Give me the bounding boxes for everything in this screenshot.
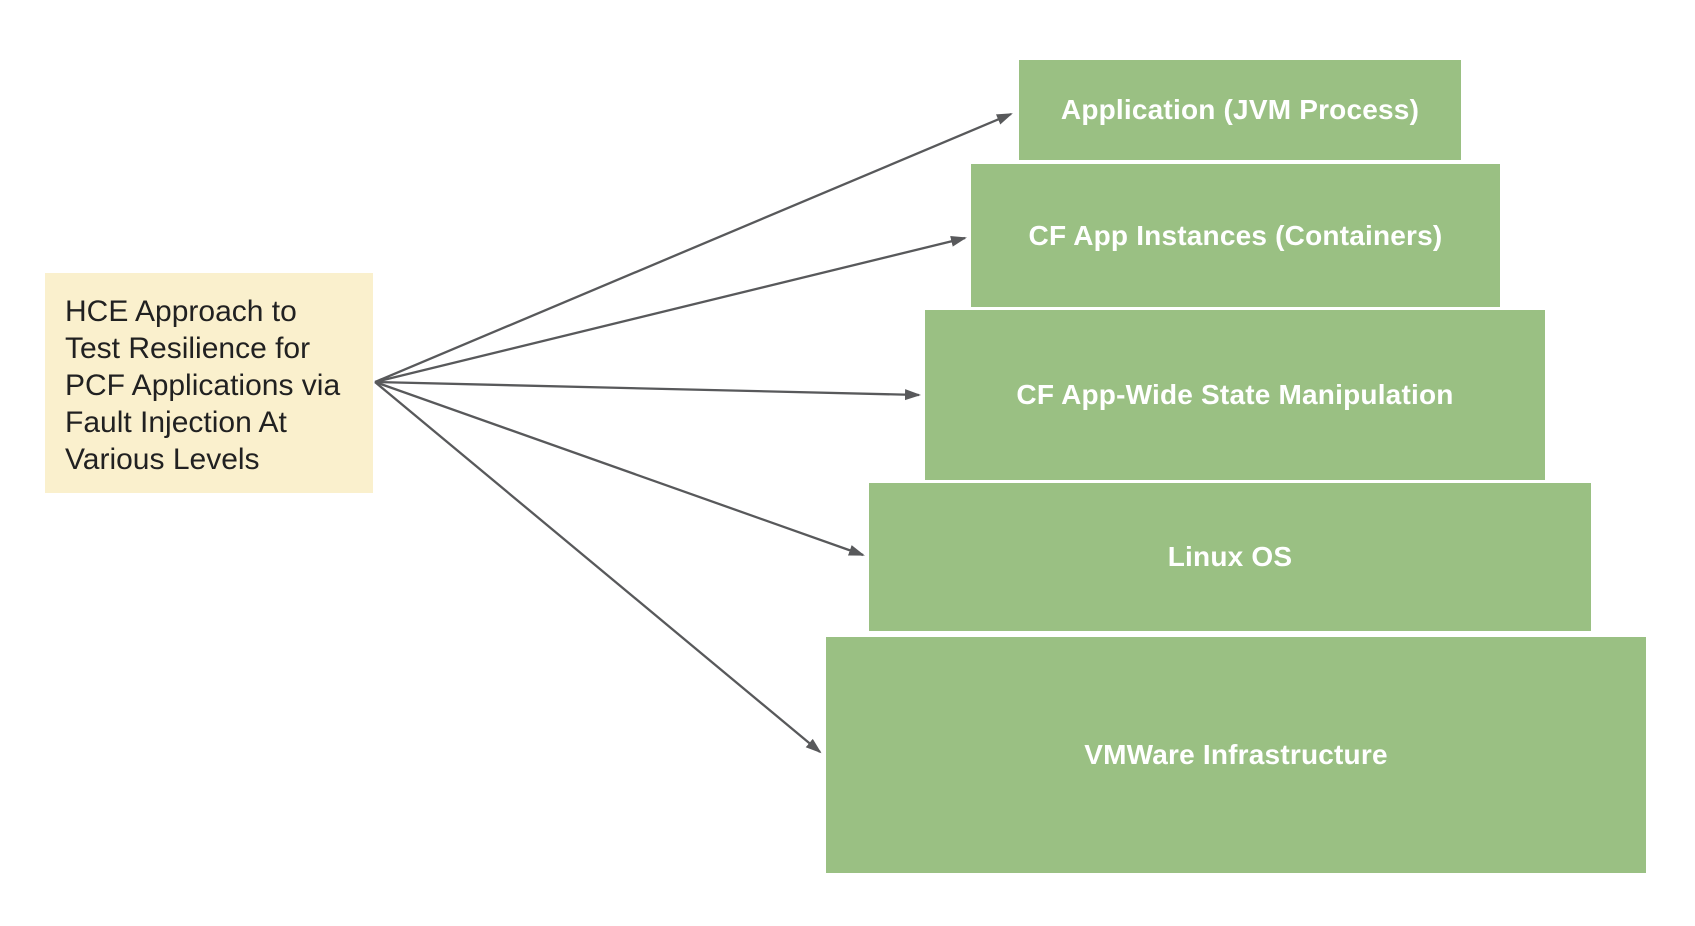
arrow-to-cf-app-wide-state-manipulation <box>374 380 921 401</box>
level-box-application-jvm-process: Application (JVM Process) <box>1019 60 1461 160</box>
note-line-5: Various Levels <box>65 443 260 476</box>
note-line-3: PCF Applications via <box>65 369 341 402</box>
level-box-cf-app-wide-state-manipulation: CF App-Wide State Manipulation <box>925 310 1545 480</box>
level-box-linux-os: Linux OS <box>869 483 1591 631</box>
arrow-to-application-jvm-process <box>374 112 1013 384</box>
level-label-vmware-infrastructure: VMWare Infrastructure <box>1084 739 1388 770</box>
level-box-vmware-infrastructure: VMWare Infrastructure <box>826 637 1646 873</box>
level-label-cf-app-instances: CF App Instances (Containers) <box>1028 219 1443 251</box>
note-line-1: HCE Approach to <box>65 295 297 328</box>
arrow-to-vmware-infrastructure <box>374 381 822 754</box>
level-label-application-jvm-process: Application (JVM Process) <box>1060 94 1420 125</box>
level-label-cf-app-wide-state-manipulation: CF App-Wide State Manipulation <box>1016 379 1454 410</box>
arrow-to-cf-app-instances <box>374 235 967 384</box>
level-label-linux-os: Linux OS <box>1167 541 1293 572</box>
note-line-2: Test Resilience for <box>65 332 311 365</box>
note-line-4: Fault Injection At <box>65 406 287 439</box>
source-note: HCE Approach to Test Resilience for PCF … <box>45 273 373 493</box>
arrow-to-linux-os <box>374 380 865 557</box>
level-box-cf-app-instances: CF App Instances (Containers) <box>971 164 1500 307</box>
